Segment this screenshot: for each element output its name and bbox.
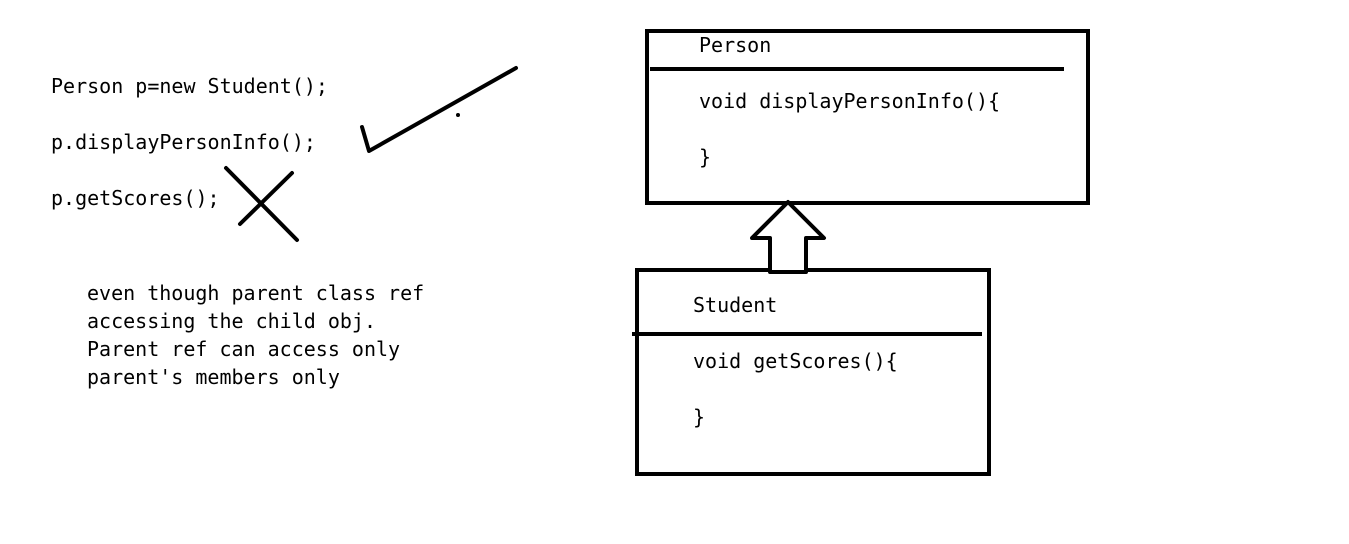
cross-mark-icon — [224, 166, 299, 242]
check-mark-icon — [360, 66, 518, 153]
person-class-close-brace: } — [699, 145, 712, 169]
ink-dot — [456, 113, 460, 117]
note-line: even though parent class ref — [87, 281, 425, 305]
code-line-scores-call: p.getScores(); — [51, 186, 220, 210]
note-line: parent's members only — [87, 365, 340, 389]
person-class-name: Person — [699, 33, 772, 57]
student-class-name: Student — [693, 293, 778, 317]
student-class-method: void getScores(){ — [693, 349, 898, 373]
code-line-display-call: p.displayPersonInfo(); — [51, 130, 316, 154]
person-class-box — [645, 29, 1090, 205]
student-class-box — [635, 268, 991, 476]
person-class-method: void displayPersonInfo(){ — [699, 89, 1001, 113]
note-line: accessing the child obj. — [87, 309, 376, 333]
explanation-note: even though parent class ref accessing t… — [87, 279, 424, 391]
inheritance-arrow-icon — [750, 200, 826, 274]
code-line-declaration: Person p=new Student(); — [51, 74, 328, 98]
student-class-close-brace: } — [693, 405, 706, 429]
note-line: Parent ref can access only — [87, 337, 401, 361]
